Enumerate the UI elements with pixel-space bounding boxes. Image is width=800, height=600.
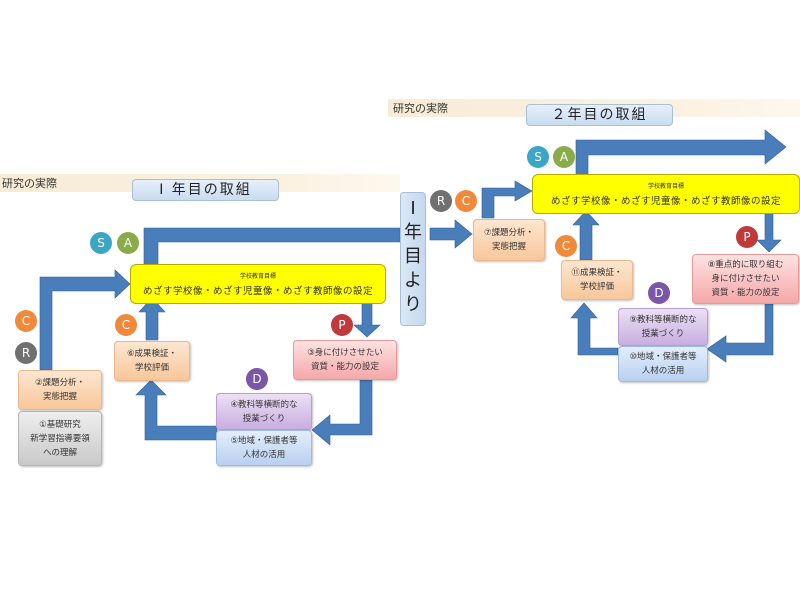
year2-goal-box: 学校教育目標 めざす学校像・めざす児童像・めざす教師像の設定 xyxy=(532,174,800,214)
box-7-issue-analysis: ⑦課題分析・ 実態把握 xyxy=(473,219,545,261)
arrow-11-to-goal-2 xyxy=(572,210,600,261)
box-4-cross-curricular: ④教科等横断的な 授業づくり xyxy=(216,393,312,430)
arrow-r-to-goal xyxy=(39,269,131,371)
box-6-results-evaluation: ⑥成果検証・ 学校評価 xyxy=(114,341,190,381)
arrow-goal-to-p xyxy=(353,299,381,338)
arrow-7-to-goal xyxy=(481,180,533,219)
year2-title: ２年目の取組 xyxy=(526,104,673,126)
circle-d-year2: D xyxy=(648,282,670,304)
arrow-d-to-11-2 xyxy=(570,302,619,356)
year2-goal-big: めざす学校像・めざす児童像・めざす教師像の設定 xyxy=(550,196,781,207)
box-8-priority-competency: ⑧重点的に取り組む 身に付けさせたい 資質・能力の設定 xyxy=(692,254,799,304)
arrow-p-to-d-2 xyxy=(706,299,774,363)
circle-c-year1-left: C xyxy=(15,310,37,332)
box-10-community: ⑩地域・保護者等 人材の活用 xyxy=(618,346,708,382)
box-3-competency-setting: ③身に付けさせたい 資質・能力の設定 xyxy=(293,340,397,380)
arrow-d-to-6 xyxy=(135,379,218,441)
arrow-sa-line xyxy=(143,227,401,267)
box-2-issue-analysis: ②課題分析・ 実態把握 xyxy=(18,370,102,410)
circle-a-year2: A xyxy=(553,146,575,168)
box-9-cross-curricular: ⑨教科等横断的な 授業づくり xyxy=(618,308,708,346)
circle-c-year1-mid: C xyxy=(115,314,137,336)
circle-s-year2: S xyxy=(527,146,549,168)
circle-p-year2: P xyxy=(736,226,758,248)
year2-goal-small: 学校教育目標 xyxy=(647,183,684,190)
transition-label: I 年 目 よ り xyxy=(400,192,426,326)
year1-goal-big: めざす学校像・めざす児童像・めざす教師像の設定 xyxy=(142,286,373,297)
year1-goal-small: 学校教育目標 xyxy=(239,273,276,280)
box-1-basic-research: ①基礎研究 新学習指導要領 への理解 xyxy=(18,411,102,466)
circle-a-year1: A xyxy=(117,232,139,254)
circle-d-year1: D xyxy=(246,368,268,390)
circle-c-year2-top: C xyxy=(455,190,477,212)
arrow-goal-to-p-2 xyxy=(756,212,782,253)
circle-s-year1: S xyxy=(90,232,112,254)
box-11-results-evaluation: ⑪成果検証・ 学校評価 xyxy=(561,260,633,300)
circle-c-year2-mid: C xyxy=(555,235,577,257)
arrow-6-to-goal xyxy=(138,297,166,341)
box-5-community: ⑤地域・保護者等 人材の活用 xyxy=(216,430,312,466)
year1-title: I 年目の取組 xyxy=(132,179,279,201)
arrow-p-to-d xyxy=(311,379,373,446)
year2-section-label: 研究の実際 xyxy=(393,102,448,115)
circle-r-year2: R xyxy=(430,190,452,212)
arrow-sa-line-2 xyxy=(575,129,787,179)
year1-section-label: 研究の実際 xyxy=(2,177,57,190)
circle-p-year1: P xyxy=(331,314,353,336)
year1-goal-box: 学校教育目標 めざす学校像・めざす児童像・めざす教師像の設定 xyxy=(130,264,386,304)
circle-r-year1: R xyxy=(15,342,37,364)
arrow-transition xyxy=(429,219,473,249)
